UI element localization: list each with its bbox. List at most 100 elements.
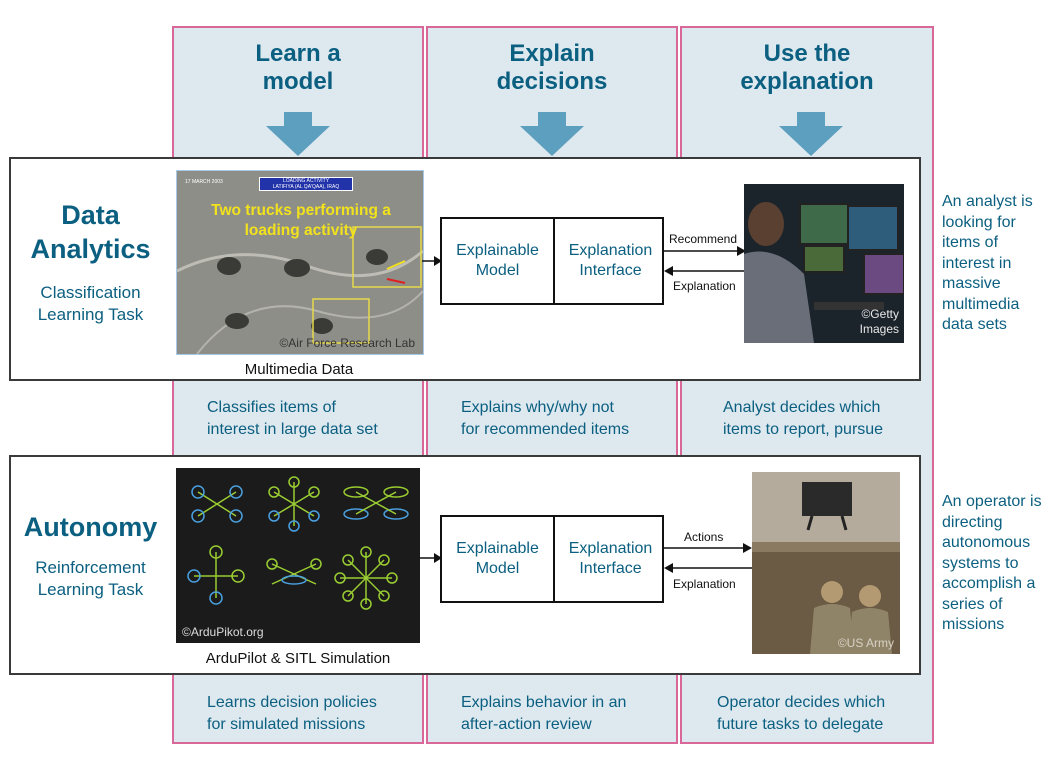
model-label-line: Model: [475, 560, 520, 577]
image-to-model-arrow-icon: [420, 553, 442, 563]
row-title-autonomy: Autonomy: [8, 510, 173, 544]
caption-line: Classifies items of: [207, 399, 336, 416]
side-text-line: looking for: [942, 213, 1016, 231]
caption-line: for simulated missions: [207, 716, 366, 733]
credit-line: Images: [859, 322, 899, 336]
image-caption-multimedia: Multimedia Data: [244, 361, 354, 378]
side-text-line: systems to: [942, 554, 1019, 572]
model-label-line: Model: [475, 262, 520, 279]
ardupilot-image: ©ArduPikot.org: [176, 468, 420, 643]
explanation-arrow-icon: [664, 563, 752, 573]
caption-classifies: Classifies items of interest in large da…: [207, 397, 378, 441]
interface-label-line: Explanation: [568, 242, 653, 259]
interface-label-line: Interface: [579, 560, 642, 577]
side-text-line: An operator is: [942, 493, 1042, 510]
image-credit: ©Air Force Research Lab: [279, 336, 415, 350]
image-date: 17 MARCH 2003: [185, 179, 223, 185]
row-subtitle-line: Classification: [40, 283, 141, 302]
side-text-line: interest in: [942, 254, 1012, 272]
side-text-line: missions: [942, 616, 1005, 633]
box-divider: [553, 517, 555, 601]
heading-line: model: [262, 68, 334, 95]
side-text-line: series of: [942, 595, 1003, 613]
drone-diagrams: [187, 476, 409, 610]
overlay-line: loading activity: [244, 222, 358, 239]
row-subtitle-line: Reinforcement: [35, 558, 146, 577]
down-arrow-icon: [520, 112, 584, 156]
column-heading-use: Use the explanation: [682, 40, 932, 96]
column-heading-explain: Explain decisions: [427, 40, 677, 96]
row-subtitle-autonomy: Reinforcement Learning Task: [8, 557, 173, 601]
overlay-line: Two trucks performing a: [211, 202, 391, 219]
heading-line: Explain: [509, 40, 595, 67]
model-label-line: Explainable: [456, 540, 539, 557]
explanation-arrow-icon: [664, 266, 746, 276]
heading-line: decisions: [496, 68, 608, 95]
explanation-label: Explanation: [673, 577, 736, 591]
caption-line: for recommended items: [461, 421, 630, 438]
row-title-data-analytics: Data Analytics: [8, 198, 173, 266]
soldiers-photo: ©US Army: [752, 472, 900, 654]
down-arrow-icon: [266, 112, 330, 156]
heading-line: Learn a: [255, 40, 341, 67]
caption-operator-decides: Operator decides which future tasks to d…: [717, 692, 885, 736]
row-title-line: Data: [61, 200, 120, 230]
caption-line: Explains behavior in an: [461, 694, 627, 711]
caption-analyst-decides: Analyst decides which items to report, p…: [723, 397, 883, 441]
caption-line: Explains why/why not: [461, 399, 614, 416]
analyst-photo: ©Getty Images: [744, 184, 904, 343]
photo-credit-army: ©US Army: [837, 636, 894, 650]
heading-line: Use the: [763, 40, 851, 67]
banner-line: LOADING ACTIVITY: [282, 178, 330, 184]
row-title-line: Analytics: [30, 234, 151, 264]
side-text-line: data sets: [942, 316, 1007, 333]
caption-line: Learns decision policies: [207, 694, 377, 711]
side-text-line: autonomous: [942, 534, 1031, 551]
caption-explains-behavior: Explains behavior in an after-action rev…: [461, 692, 626, 736]
column-heading-learn: Learn a model: [173, 40, 423, 96]
banner-line: LATIFIYA (AL QA'QAA), IRAQ: [272, 184, 340, 190]
down-arrow-icon: [779, 112, 843, 156]
caption-line: future tasks to delegate: [717, 716, 884, 733]
row-title-line: Autonomy: [23, 512, 158, 542]
side-text-line: massive: [942, 275, 1001, 292]
credit-line: ©Getty: [861, 307, 899, 321]
side-text-line: items of: [942, 234, 999, 251]
side-text-line: An analyst is: [942, 193, 1033, 210]
aerial-image: LOADING ACTIVITY LATIFIYA (AL QA'QAA), I…: [176, 170, 424, 355]
image-overlay-text: Two trucks performing a loading activity: [191, 201, 411, 241]
row-subtitle-data-analytics: Classification Learning Task: [8, 282, 173, 326]
caption-line: Analyst decides which: [723, 399, 881, 416]
side-text-line: multimedia: [942, 295, 1020, 313]
caption-line: after-action review: [461, 716, 592, 733]
caption-line: interest in large data set: [207, 421, 378, 438]
caption-line: items to report, pursue: [723, 421, 884, 438]
aerial-terrain: [177, 171, 423, 354]
side-text-analyst: An analyst is looking for items of inter…: [942, 192, 1060, 336]
image-credit-ardupilot: ©ArduPikot.org: [182, 625, 264, 639]
actions-arrow-icon: [664, 543, 752, 553]
heading-line: explanation: [740, 68, 874, 95]
caption-explains-why: Explains why/why not for recommended ite…: [461, 397, 629, 441]
explanation-label: Explanation: [673, 279, 736, 293]
model-label-line: Explainable: [456, 242, 539, 259]
recommend-arrow-icon: [664, 246, 746, 256]
side-text-line: accomplish a: [942, 575, 1036, 592]
row-subtitle-line: Learning Task: [37, 305, 144, 324]
interface-label-line: Interface: [579, 262, 642, 279]
side-text-line: directing: [942, 513, 1003, 531]
box-divider: [553, 219, 555, 303]
image-caption-ardupilot: ArduPilot & SITL Simulation: [205, 650, 391, 667]
interface-label-line: Explanation: [568, 540, 653, 557]
caption-line: Operator decides which: [717, 694, 886, 711]
photo-credit-getty: ©Getty Images: [860, 307, 899, 337]
analyst-scene: [744, 184, 904, 343]
image-banner: LOADING ACTIVITY LATIFIYA (AL QA'QAA), I…: [259, 177, 353, 191]
side-text-operator: An operator is directing autonomous syst…: [942, 492, 1060, 636]
